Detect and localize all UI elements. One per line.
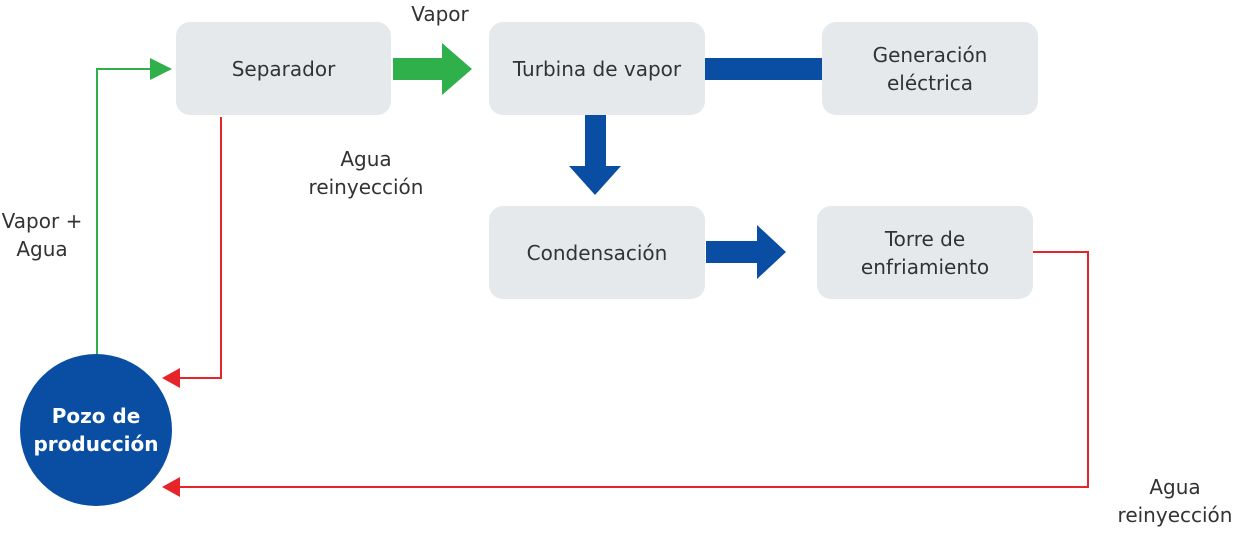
separator-reinjection-line: [178, 117, 222, 379]
vapor-agua-label: Vapor + Agua: [1, 209, 83, 261]
turbine-generator-link: [704, 58, 824, 80]
condensation-to-tower-arrow: [706, 225, 786, 279]
agua-reinyeccion-label-bottom: Agua reinyección: [1117, 475, 1233, 527]
tower-reinjection-arrowhead: [162, 477, 180, 497]
vapor-agua-arrowhead: [150, 58, 172, 80]
generation-box: Generación eléctrica: [822, 22, 1038, 115]
turbine-box: Turbina de vapor: [489, 22, 705, 115]
agua-reinyeccion-label-top: Agua reinyección: [308, 147, 424, 199]
vapor-arrow: [393, 43, 472, 95]
cooling-tower-box: Torre de enfriamiento: [817, 206, 1033, 299]
turbine-to-condensation-arrow: [569, 115, 621, 195]
vapor-label: Vapor: [411, 2, 469, 26]
production-well: Pozo de producción: [20, 354, 172, 506]
separator-box: Separador: [176, 22, 391, 115]
condensation-box: Condensación: [489, 206, 705, 299]
separator-reinjection-arrowhead: [162, 368, 180, 388]
tower-reinjection-line: [178, 251, 1089, 488]
vapor-agua-line: [96, 68, 152, 355]
